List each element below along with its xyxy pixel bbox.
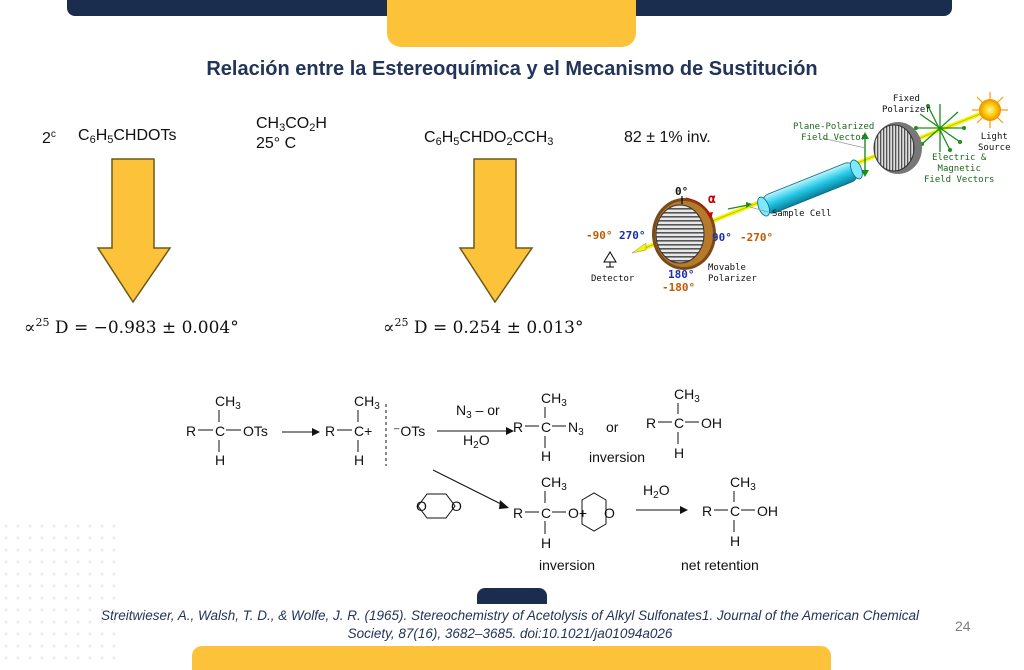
inversion-percentage: 82 ± 1% inv.	[624, 129, 711, 146]
conditions-solvent: CH3CO2H	[256, 115, 327, 134]
hydrogen-atom: H	[215, 452, 226, 468]
detector-label: Detector	[591, 274, 635, 284]
water-reagent: H2O	[463, 432, 490, 451]
bottom-gold-bar	[192, 646, 831, 670]
polarimeter-diagram	[603, 92, 1008, 270]
azide-group: N3	[568, 419, 584, 438]
net-retention-label: net retention	[681, 557, 759, 573]
conditions-temperature: 25° C	[256, 135, 297, 152]
carbon-atom: C	[541, 505, 552, 521]
product-formula: C6H5CHDO2CCH3	[424, 129, 554, 148]
r-group: R	[702, 503, 713, 519]
alpha-label: α	[708, 192, 716, 207]
r-group: R	[513, 505, 524, 521]
dioxane-oxygen: O	[416, 498, 427, 514]
detector-icon	[603, 251, 617, 268]
inversion-label: inversion	[539, 557, 596, 573]
r-group: R	[646, 415, 657, 431]
movable-polarizer-icon	[652, 198, 716, 270]
azide-reagent: N3 – or	[456, 402, 500, 421]
degree-neg270-label: -270°	[740, 231, 774, 244]
reagent-formula: C6H5CHDOTs	[78, 127, 177, 146]
dioxane-oxygen: O	[604, 505, 615, 521]
top-gold-tab	[387, 0, 636, 47]
tosylate-group: OTs	[243, 423, 268, 439]
rotation-value-left: ∝25 D = −0.983 ± 0.004°	[24, 316, 239, 338]
degree-zero-label: 0°	[675, 185, 689, 198]
carbon-atom: C	[541, 419, 552, 435]
page-number: 24	[955, 618, 971, 634]
methyl-group: CH3	[730, 474, 756, 493]
methyl-group: CH3	[354, 393, 380, 412]
water-reagent: H2O	[643, 482, 670, 501]
citation: Streitwieser, A., Walsh, T. D., & Wolfe,…	[100, 608, 920, 641]
down-arrow-icon	[96, 158, 172, 304]
hydrogen-atom: H	[541, 535, 552, 551]
degree-180-label: 180°	[668, 268, 695, 281]
light-source-icon	[972, 92, 1008, 128]
methyl-group: CH3	[541, 390, 567, 409]
sample-cell-label: Sample Cell	[772, 209, 832, 219]
hydrogen-atom: H	[541, 448, 552, 464]
carbon-atom: C	[730, 503, 741, 519]
rotation-value-right: ∝25 D = 0.254 ± 0.013°	[383, 316, 584, 338]
inversion-label: inversion	[589, 449, 646, 465]
degree-90-label: 90°	[712, 231, 732, 244]
r-group: R	[513, 419, 524, 435]
or-label: or	[606, 419, 619, 435]
hydrogen-atom: H	[674, 445, 685, 461]
dot-pattern	[0, 520, 120, 662]
carbon-atom: C	[215, 423, 226, 439]
slide-title: Relación entre la Estereoquímica y el Me…	[206, 58, 818, 80]
oxonium-oxygen: O+	[568, 505, 588, 521]
degree-270-label: 270°	[619, 229, 646, 242]
methyl-group: CH3	[674, 386, 700, 405]
bottom-navy-tab	[477, 588, 547, 604]
reagent-prefix: 2c	[42, 129, 56, 147]
down-arrow-icon	[458, 158, 534, 304]
degree-neg180-label: -180°	[662, 281, 696, 294]
r-group: R	[186, 423, 197, 439]
hydroxyl-group: OH	[757, 503, 778, 519]
hydrogen-atom: H	[730, 533, 741, 549]
carbocation: C+	[354, 423, 373, 439]
r-group: R	[325, 423, 336, 439]
field-vectors-icon	[916, 104, 964, 152]
methyl-group: CH3	[215, 393, 241, 412]
degree-neg90-label: -90°	[586, 229, 613, 242]
tosylate-anion: ⁻OTs	[393, 423, 426, 439]
hydrogen-atom: H	[354, 452, 365, 468]
methyl-group: CH3	[541, 474, 567, 493]
dioxane-oxygen: O	[451, 498, 462, 514]
hydroxyl-group: OH	[701, 415, 722, 431]
carbon-atom: C	[674, 415, 685, 431]
